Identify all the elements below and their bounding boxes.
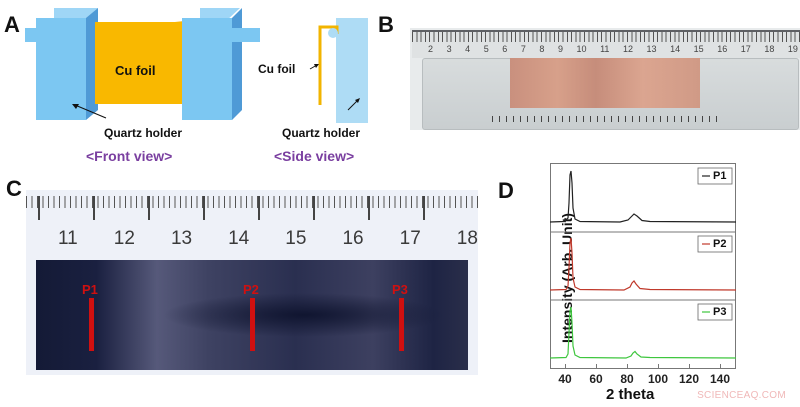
- watermark: SCIENCEAQ.COM: [697, 390, 786, 401]
- panel-a-label: A: [4, 12, 20, 37]
- front-view-diagram: [25, 8, 260, 120]
- trace-p3: [550, 306, 737, 359]
- photo-annealed-foil: 11 12 13 14 15 16 17 18 P1 P2 P3: [26, 190, 478, 375]
- x-tick-80: 80: [620, 372, 634, 386]
- x-tick-60: 60: [589, 372, 603, 386]
- panel-c-label: C: [6, 176, 22, 201]
- x-tick-140: 140: [709, 372, 731, 386]
- quartz-holder-label: Quartz holder: [104, 126, 183, 140]
- panel-d-label: D: [498, 178, 514, 203]
- ruler-numbers: 2 3 4 5 6 7 8 9 10 11 12 13 14 15 16 17 …: [428, 44, 798, 54]
- panel-b-label: B: [378, 12, 394, 37]
- xrd-chart: [550, 163, 737, 369]
- side-quartz-holder-label: Quartz holder: [282, 126, 361, 140]
- trace-p1: [550, 170, 737, 223]
- ruler-ticks: [412, 32, 800, 42]
- front-view-caption: <Front view>: [86, 148, 173, 164]
- cu-foil-label: Cu foil: [115, 63, 156, 78]
- photo-foil-on-ruler: 2 3 4 5 6 7 8 9 10 11 12 13 14 15 16 17 …: [410, 28, 800, 130]
- legend-p2: P2: [713, 238, 727, 250]
- x-tick-40: 40: [558, 372, 572, 386]
- marker-p1-line: [89, 298, 94, 351]
- marker-p1-label: P1: [82, 282, 98, 297]
- cu-foil-sample: [510, 58, 700, 108]
- side-cu-foil-label: Cu foil: [258, 62, 296, 76]
- legend-p3: P3: [713, 306, 727, 318]
- x-tick-100: 100: [647, 372, 669, 386]
- ruler-major-ticks: [38, 196, 478, 220]
- side-view-diagram: [309, 18, 368, 123]
- legend-p1: P1: [713, 170, 727, 182]
- x-tick-120: 120: [678, 372, 700, 386]
- ruler-numbers: 11 12 13 14 15 16 17 18: [58, 228, 478, 249]
- side-view-caption: <Side view>: [274, 148, 355, 164]
- marker-p3-label: P3: [392, 282, 408, 297]
- marker-p2-line: [250, 298, 255, 351]
- trace-p2: [550, 237, 737, 291]
- marker-p2-label: P2: [243, 282, 259, 297]
- marker-p3-line: [399, 298, 404, 351]
- x-axis-label: 2 theta: [606, 386, 655, 403]
- holder-scale: [492, 116, 722, 122]
